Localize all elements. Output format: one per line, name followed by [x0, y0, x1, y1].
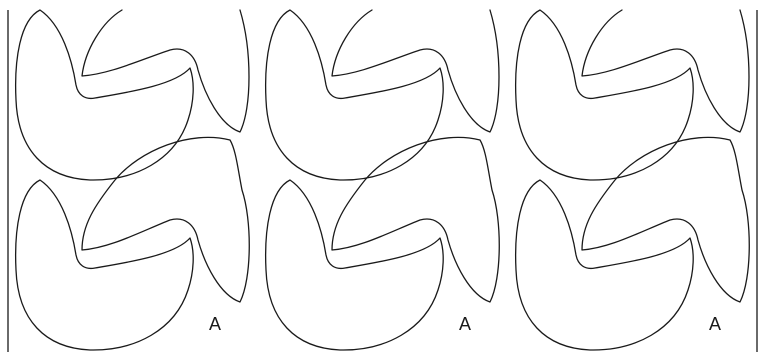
- panel-3: A: [516, 10, 750, 350]
- panel-1: A: [16, 10, 250, 350]
- lower-right-piece: [582, 137, 749, 302]
- panel-label: A: [209, 314, 221, 334]
- panel-2: A: [266, 10, 500, 350]
- lower-right-piece: [82, 137, 249, 302]
- lower-right-piece: [332, 137, 499, 302]
- upper-left-piece: [516, 10, 694, 180]
- upper-left-piece: [16, 10, 194, 180]
- panel-label: A: [459, 314, 471, 334]
- lower-left-piece: [266, 180, 444, 350]
- upper-left-piece: [266, 10, 444, 180]
- upper-right-piece: [82, 10, 249, 132]
- lower-left-piece: [16, 180, 194, 350]
- upper-right-piece: [582, 10, 749, 132]
- lower-left-piece: [516, 180, 694, 350]
- panel-label: A: [709, 314, 721, 334]
- upper-right-piece: [332, 10, 499, 132]
